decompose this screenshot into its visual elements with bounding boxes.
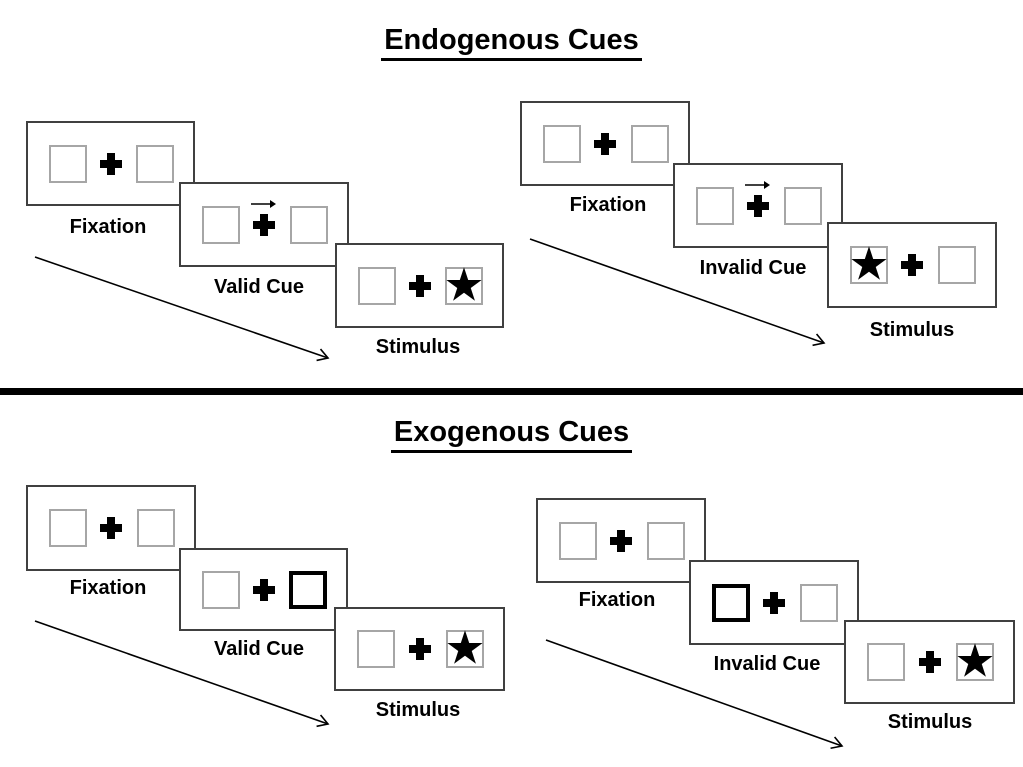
endogenous-title-text: Endogenous Cues xyxy=(381,24,642,61)
placeholder-box xyxy=(800,583,838,622)
target-star-icon: ★ xyxy=(954,634,996,687)
placeholder-box xyxy=(867,643,905,681)
target-star-icon: ★ xyxy=(444,621,486,674)
placeholder-box xyxy=(136,144,174,183)
placeholder-box xyxy=(137,509,175,547)
exogenous-invalid-cue-panel xyxy=(689,560,859,645)
endogenous-invalid-cue-panel xyxy=(673,163,843,248)
fixation-cross xyxy=(252,578,275,601)
fixation-cross-icon xyxy=(610,529,632,552)
panel-label-fixation: Fixation xyxy=(69,216,147,238)
placeholder-box xyxy=(49,144,87,183)
section-divider xyxy=(0,388,1023,395)
placeholder-box xyxy=(290,205,328,244)
placeholder-box xyxy=(49,509,87,547)
target-box: ★ xyxy=(954,638,995,684)
endogenous-section-title: Endogenous Cues xyxy=(0,24,1023,61)
placeholder-box xyxy=(647,521,685,560)
panel-label-cue: Invalid Cue xyxy=(699,257,807,279)
right-arrow-cue-icon xyxy=(251,199,276,208)
fixation-cross-icon xyxy=(100,517,122,539)
target-box: ★ xyxy=(443,261,484,307)
endogenous-valid-cue-panel xyxy=(179,182,349,267)
fixation-cross xyxy=(594,132,616,155)
panel-label-fixation: Fixation xyxy=(578,589,656,611)
endogenous-valid-stimulus-panel: ★ xyxy=(335,243,504,328)
fixation-cross xyxy=(99,152,122,175)
placeholder-box xyxy=(696,186,734,225)
fixation-cross-icon xyxy=(99,152,122,175)
panel-label-stimulus: Stimulus xyxy=(375,699,461,721)
panel-label-fixation: Fixation xyxy=(569,194,647,216)
exogenous-invalid-fixation-panel xyxy=(536,498,706,583)
panel-label-stimulus: Stimulus xyxy=(887,711,973,733)
placeholder-box xyxy=(357,630,395,668)
target-star-icon: ★ xyxy=(443,258,485,311)
placeholder-box xyxy=(202,570,240,609)
fixation-cross xyxy=(763,591,785,614)
fixation-cross-icon xyxy=(252,578,275,601)
fixation-cross xyxy=(251,199,276,236)
placeholder-box xyxy=(543,124,581,163)
fixation-cross-icon xyxy=(747,194,769,217)
target-box: ★ xyxy=(444,625,485,671)
exogenous-valid-stimulus-panel: ★ xyxy=(334,607,505,691)
placeholder-box xyxy=(631,124,669,163)
exogenous-valid-fixation-panel xyxy=(26,485,196,571)
timeline-arrow xyxy=(34,620,330,728)
placeholder-box xyxy=(938,246,976,284)
cue-highlight-box xyxy=(712,583,750,622)
exogenous-section-title: Exogenous Cues xyxy=(0,416,1023,453)
target-star-icon: ★ xyxy=(848,237,890,290)
fixation-cross-icon xyxy=(594,132,616,155)
placeholder-box xyxy=(559,521,597,560)
panel-label-cue: Valid Cue xyxy=(213,276,305,298)
exogenous-title-text: Exogenous Cues xyxy=(390,416,633,453)
exogenous-invalid-stimulus-panel: ★ xyxy=(844,620,1015,704)
fixation-cross xyxy=(408,274,431,297)
fixation-cross-icon xyxy=(253,213,275,236)
fixation-cross xyxy=(610,529,632,552)
endogenous-valid-fixation-panel xyxy=(26,121,195,206)
target-box: ★ xyxy=(848,241,889,287)
panel-label-cue: Valid Cue xyxy=(213,638,305,660)
panel-label-cue: Invalid Cue xyxy=(713,653,821,675)
fixation-cross-icon xyxy=(408,274,431,297)
cue-highlight-box xyxy=(289,570,327,609)
panel-label-fixation: Fixation xyxy=(69,577,147,599)
fixation-cross xyxy=(100,517,122,539)
fixation-cross xyxy=(918,651,941,673)
endogenous-invalid-fixation-panel xyxy=(520,101,690,186)
fixation-cross-icon xyxy=(918,651,941,673)
exogenous-valid-cue-panel xyxy=(179,548,348,631)
placeholder-box xyxy=(358,266,396,305)
timeline-arrow xyxy=(34,256,330,362)
placeholder-box xyxy=(784,186,822,225)
timeline-arrow xyxy=(529,238,826,347)
fixation-cross-icon xyxy=(763,591,785,614)
placeholder-box xyxy=(202,205,240,244)
right-arrow-cue-icon xyxy=(745,180,770,189)
fixation-cross xyxy=(901,254,923,276)
fixation-cross xyxy=(745,180,770,217)
fixation-cross xyxy=(408,638,431,660)
fixation-cross-icon xyxy=(408,638,431,660)
panel-label-stimulus: Stimulus xyxy=(869,319,955,341)
panel-label-stimulus: Stimulus xyxy=(375,336,461,358)
fixation-cross-icon xyxy=(901,254,923,276)
endogenous-invalid-stimulus-panel: ★ xyxy=(827,222,997,308)
